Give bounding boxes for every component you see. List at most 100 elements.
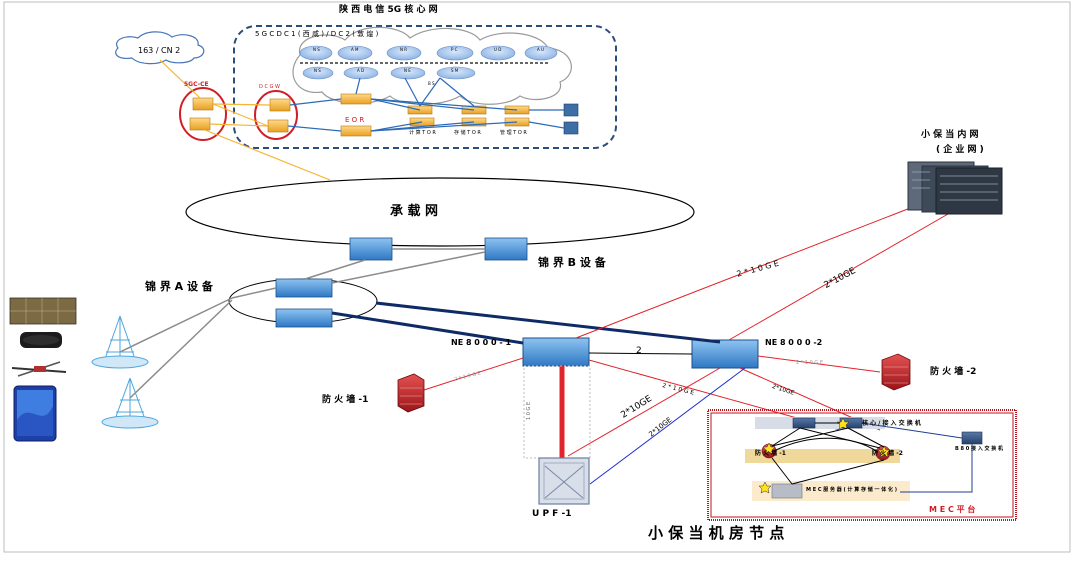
border-a-label: 锦 界 A 设 备 (145, 280, 213, 293)
mgmt-server-2 (563, 121, 579, 135)
dcgw-router-1 (269, 98, 291, 112)
ne8000-1-label: NE 8 0 0 0 - 1 (451, 338, 512, 347)
bearer-network-label: 承 载 网 (390, 204, 439, 219)
link-ne1-ne2 (588, 352, 693, 355)
dcgw-circle (254, 90, 298, 140)
cloud-163-label: 163 / CN 2 (138, 46, 181, 55)
border-gray-links (119, 251, 486, 399)
nf-cloud-au (524, 45, 558, 61)
mec-access-links (861, 422, 973, 493)
5gc-ce-router-1 (192, 97, 214, 111)
core-cloud (292, 26, 572, 105)
5gc-ce-router-2 (189, 117, 211, 131)
nf-cloud-pc (436, 45, 474, 61)
core-nf-row-bottom (302, 66, 476, 80)
outer-frame (3, 1, 1071, 553)
tor-label-1: 计 算 T O R (409, 130, 436, 136)
nf-label-bs: B S (428, 81, 435, 86)
dcgw-router-2 (267, 119, 289, 133)
nf-cloud-ad (343, 66, 379, 80)
nf-label-sm: S M (451, 68, 459, 73)
mec-fw-2-label: 防 火 墙 -2 (872, 450, 903, 457)
mec-star-2 (762, 442, 776, 455)
link-a-ne2 (375, 301, 721, 344)
base-station-tower-2 (101, 377, 159, 429)
link-ne2-fw2 (757, 355, 881, 373)
mec-platform-frame (707, 409, 1017, 521)
border-a-switch-1 (275, 278, 333, 298)
intranet-servers (907, 161, 1003, 215)
border-b-switch (484, 237, 528, 261)
link-ne2-upf-blue (589, 367, 746, 485)
link-a-ne1 (331, 311, 524, 345)
intranet-title: 小 保 当 内 网 (921, 130, 979, 140)
site-node-label: 小 保 当 机 房 节 点 (648, 524, 785, 542)
nf-label-ad: A D (357, 68, 365, 73)
mec-star-3 (877, 445, 891, 458)
5gc-ce-circle (179, 87, 227, 141)
nf-cloud-ns (299, 45, 333, 61)
vr-headset-terminal (20, 332, 62, 348)
firewall-2-label: 防 火 墙 -2 (930, 367, 977, 377)
nf-cloud-ne (390, 66, 426, 80)
nf-cloud-sm (436, 66, 476, 80)
mec-access-switch-label: B 8 0 接 入 交 换 机 (955, 446, 1003, 452)
nf-label-pc: P C (451, 47, 458, 52)
mec-star-1 (836, 417, 850, 430)
border-b-label: 锦 界 B 设 备 (538, 256, 606, 269)
tor-label-3: 管 理 T O R (500, 130, 527, 136)
tor-label-2: 存 储 T O R (454, 130, 481, 136)
base-station-tower-1 (91, 315, 149, 369)
phone-terminal (13, 385, 57, 442)
mec-server-icon (771, 483, 803, 499)
border-switch-1 (349, 237, 393, 261)
bearer-network-ellipse (185, 177, 695, 247)
upf-vrrp-label: 1 0 G E (526, 401, 532, 420)
ne8000-2-switch (691, 339, 759, 369)
dcgw-label: D C G W (259, 84, 280, 90)
5gc-dc-label: 5 G C D C 1 ( 西 咸 ) / D C 2 ( 敦 煌 ) (255, 30, 379, 38)
ne8000-2-label: NE 8 0 0 0 -2 (765, 338, 823, 347)
nf-label-ud: U D (494, 47, 502, 52)
eor-label: E O R (345, 116, 365, 124)
video-wall-terminal (9, 297, 77, 325)
intranet-subtitle: ( 企 业 网 ) (936, 145, 984, 155)
5gc-ce-label: 5GC-CE (184, 81, 209, 88)
mec-core-switch-1 (792, 417, 816, 429)
eor-switch-1 (340, 93, 372, 105)
nf-cloud-am (337, 45, 373, 61)
link-label-ne1-ne2: 2 (636, 346, 642, 356)
core-internal-links (355, 77, 565, 132)
nf-label-ns: N S (313, 47, 320, 52)
mec-platform-inner-frame (710, 412, 1014, 518)
link-fw1-ne1 (423, 357, 524, 391)
mec-server-label: M E C 服 务 器 ( 计 算 存 储 一 体 化 ) (806, 487, 898, 493)
nf-cloud-ud (480, 45, 516, 61)
mec-access-switch (961, 431, 983, 445)
nf-cloud-ns2 (302, 66, 334, 80)
mec-star-4 (758, 481, 772, 494)
mec-fw-1-label: 防 火 墙 -1 (755, 450, 786, 457)
nf-label-nr: N R (400, 47, 408, 52)
link-label-fw2: 2 * 1 0 G E (796, 360, 824, 366)
border-a-switch-2 (275, 308, 333, 328)
ce-dcgw-links (159, 59, 342, 181)
nf-label-au: A U (537, 47, 544, 52)
mgmt-server-1 (563, 103, 579, 117)
firewall-2-icon (881, 353, 911, 391)
nf-label-am: A M (351, 47, 359, 52)
eor-switch-2 (340, 125, 372, 137)
mec-core-switch-label: 核 心 / 接 入 交 换 机 (862, 420, 921, 427)
mec-firewall-band (745, 449, 900, 463)
mec-internal-links (771, 422, 885, 485)
core-network-region (233, 25, 617, 149)
link-ne1-intranet (575, 204, 919, 339)
drone-terminal (11, 361, 67, 377)
upf-container (523, 365, 591, 459)
nf-label-ne: N E (404, 68, 411, 73)
link-ne2-intranet (728, 209, 956, 341)
nf-label-ns2: N S (314, 68, 321, 73)
link-ne2-upf-red (567, 367, 721, 457)
core-network-title: 陕 西 电 信 5G 核 心 网 (339, 5, 438, 15)
core-nf-row-top (299, 45, 558, 61)
